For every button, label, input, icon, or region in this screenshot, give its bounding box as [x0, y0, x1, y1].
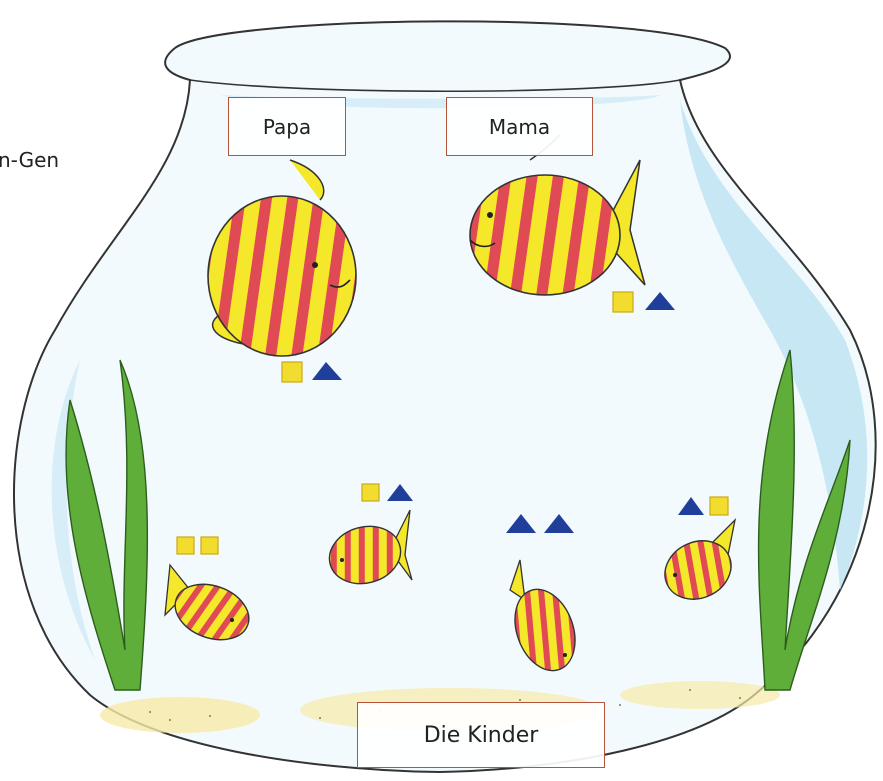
label-papa: Papa [228, 97, 346, 156]
label-children: Die Kinder [357, 702, 605, 768]
edge-text-fragment: n-Gen [0, 148, 59, 172]
label-mama: Mama [446, 97, 593, 156]
fishbowl [14, 21, 876, 772]
